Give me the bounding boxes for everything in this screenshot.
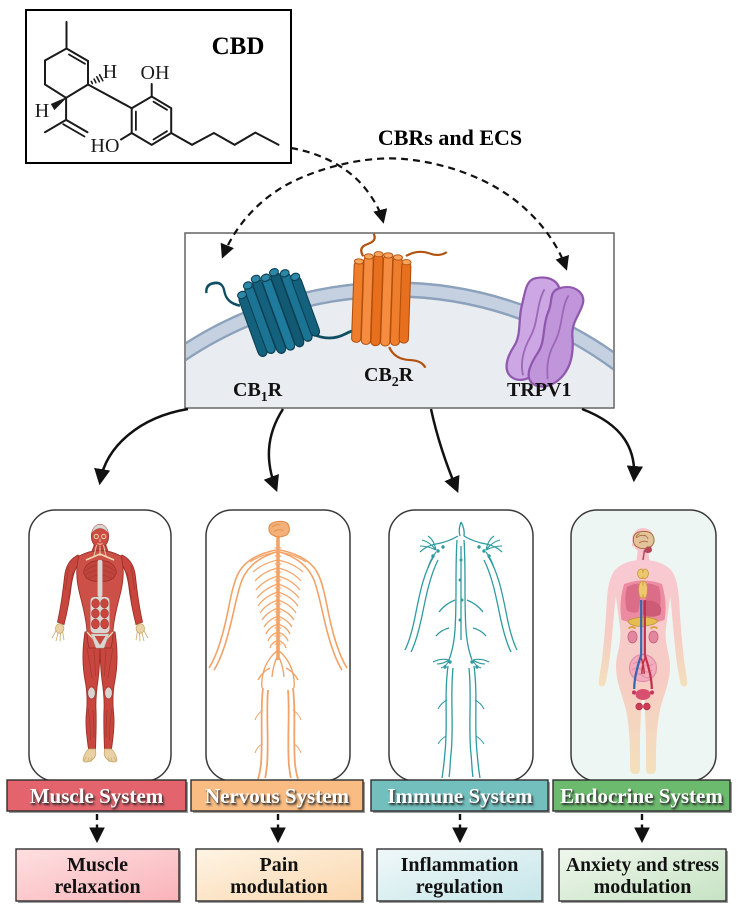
endocrine-bar-label: Endocrine System [560,784,723,808]
system-bars: Muscle System Nervous System Immune Syst… [6,779,732,813]
effect-boxes: Muscle relaxation Pain modulation Inflam… [15,848,728,903]
immune-bar-label: Immune System [387,784,533,808]
muscle-bar [6,779,187,812]
h-lower-label: H [35,100,49,122]
pathway-label: CBRs and ECS [378,125,522,150]
arrow-to-muscle [94,407,189,486]
endocrine-bar [552,779,731,812]
muscle-effect-line2: relaxation [54,876,140,898]
cb2r-label: CB2R [364,364,414,390]
arrow-to-endocrine [581,407,643,483]
nervous-bar-label: Nervous System [205,784,350,808]
endocrine-effect-line1: Anxiety and stress [566,854,719,876]
arrow-to-cb1r-and-trpv1 [220,157,569,271]
muscle-body-illustration [51,523,149,763]
muscle-effect-box [15,848,180,902]
cbd-to-receptor-arrows [220,146,569,271]
system-cards [28,509,717,782]
oh-top-label: OH [141,62,170,84]
receptor-to-system-arrows [94,407,643,493]
arrow-to-nervous [263,408,285,493]
immune-body-illustration [404,521,518,779]
arrow-to-immune [429,408,460,493]
cbd-structure-box: CBD [25,9,292,164]
nervous-bar [190,779,364,812]
trpv1-receptor [505,276,585,388]
immune-bar [370,779,549,812]
muscle-bar-label: Muscle System [30,784,164,808]
muscle-effect-line1: Muscle [67,854,128,876]
h-upper-label: H [103,61,117,83]
endocrine-body-illustration [598,528,688,774]
arrow-to-cb2r [290,146,388,224]
trpv1-label: TRPV1 [507,379,571,401]
immune-effect-box [376,848,543,902]
cb1r-receptor [205,268,385,358]
cbd-skeletal-structure [44,21,280,146]
endocrine-effect-line2: modulation [594,876,692,898]
immune-effect-line2: regulation [416,876,503,898]
cb1r-label: CB1R [233,379,283,405]
nervous-effect-box [195,848,363,902]
cbd-title: CBD [212,33,265,60]
immune-effect-line1: Inflammation [401,854,519,876]
nervous-effect-line2: modulation [230,876,328,898]
bar-to-effect-arrows [89,814,650,844]
nervous-body-illustration [208,520,348,780]
nervous-effect-line1: Pain [260,854,299,876]
endocrine-effect-box [558,848,727,902]
ho-bottom-label: HO [91,135,120,157]
